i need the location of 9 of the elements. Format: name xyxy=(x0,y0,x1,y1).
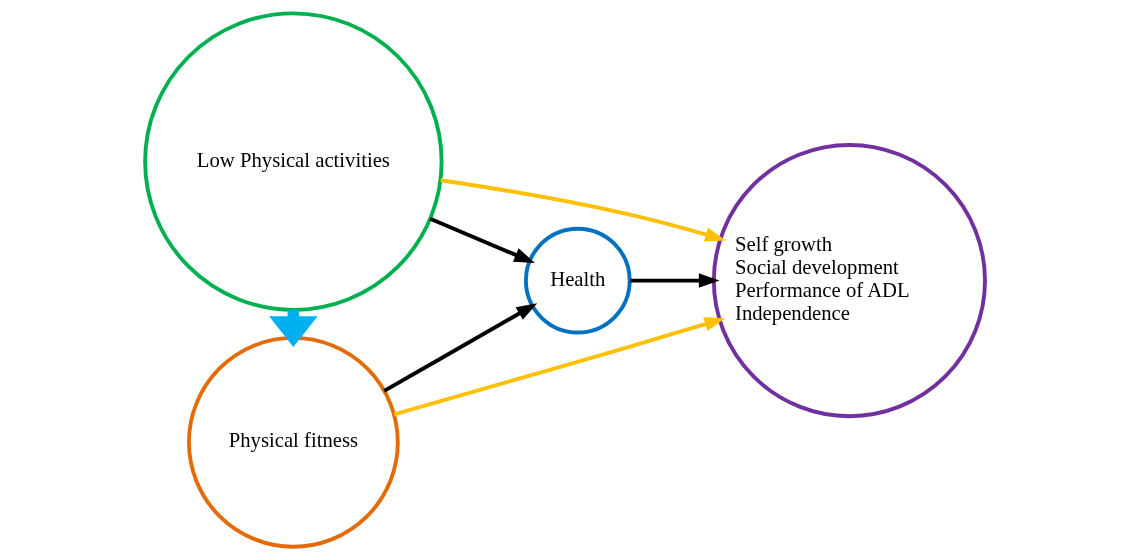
node-circle: Health xyxy=(523,226,632,335)
arrow xyxy=(428,217,535,264)
arrow xyxy=(382,303,537,393)
node-circle: Physical fitness xyxy=(186,335,400,549)
arrow xyxy=(629,273,720,288)
node-circle: Self growth Social development Performance of ADL Independence xyxy=(711,143,987,419)
arrow xyxy=(439,178,726,242)
arrow xyxy=(393,317,725,417)
node-circle: Low Physical activities xyxy=(142,11,444,312)
